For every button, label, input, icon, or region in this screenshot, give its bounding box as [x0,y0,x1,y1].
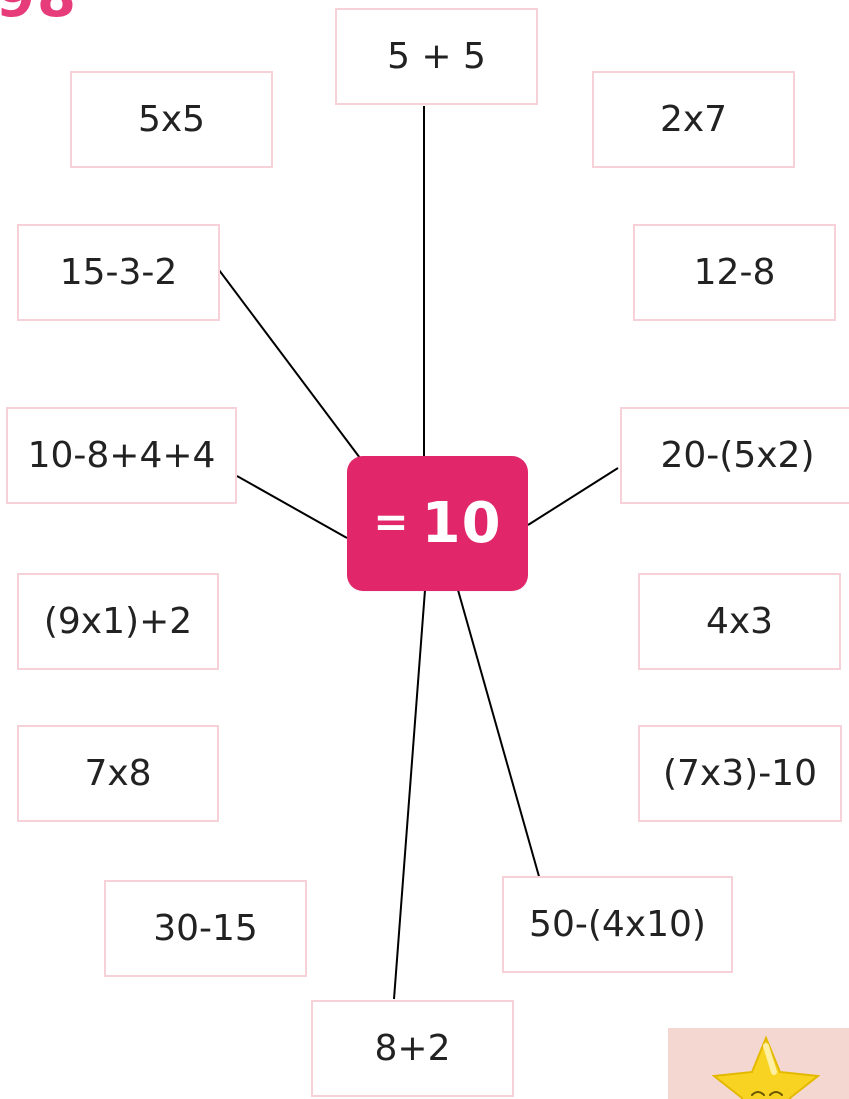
expression-card-10-8+4+4[interactable]: 10-8+4+4 [6,407,237,504]
expression-card-7x8[interactable]: 7x8 [17,725,219,822]
expression-card-5x5[interactable]: 5x5 [70,71,273,168]
expression-label: 5 + 5 [387,36,486,77]
expression-card-30-15[interactable]: 30-15 [104,880,307,977]
expression-label: 50-(4x10) [529,904,706,945]
expression-label: 8+2 [374,1028,451,1069]
title-fragment: 98 [0,0,78,26]
expression-card-5plus5[interactable]: 5 + 5 [335,8,538,105]
expression-card-50-(4x10)[interactable]: 50-(4x10) [502,876,733,973]
expression-card-20-(5x2)[interactable]: 20-(5x2) [620,407,849,504]
expression-label: 12-8 [693,252,776,293]
target-value-box: = 10 [347,456,528,591]
expression-card-(9x1)+2[interactable]: (9x1)+2 [17,573,219,670]
star-badge [668,1028,849,1099]
connector-50-(4x10) [457,589,541,881]
connector-10-8+4+4 [236,475,348,539]
expression-label: 15-3-2 [59,252,178,293]
expression-label: 5x5 [137,99,206,140]
target-value: 10 [421,491,502,556]
expression-card-8+2[interactable]: 8+2 [311,1000,514,1097]
expression-card-4x3[interactable]: 4x3 [638,573,841,670]
expression-label: 30-15 [153,908,258,949]
expression-label: 20-(5x2) [660,435,815,476]
expression-card-12-8[interactable]: 12-8 [633,224,836,321]
connector-15-3-2 [218,269,364,463]
star-icon [711,1035,821,1099]
expression-card-15-3-2[interactable]: 15-3-2 [17,224,220,321]
expression-label: 4x3 [705,601,774,642]
expression-label: 2x7 [659,99,728,140]
expression-label: (9x1)+2 [43,601,193,642]
expression-label: (7x3)-10 [662,753,817,794]
connector-20-(5x2) [527,467,619,526]
connector-8+2 [393,589,426,1000]
expression-label: 10-8+4+4 [27,435,216,476]
expression-card-(7x3)-10[interactable]: (7x3)-10 [638,725,842,822]
expression-label: 7x8 [84,753,152,794]
equals-sign: = [373,497,410,546]
expression-card-2x7[interactable]: 2x7 [592,71,795,168]
